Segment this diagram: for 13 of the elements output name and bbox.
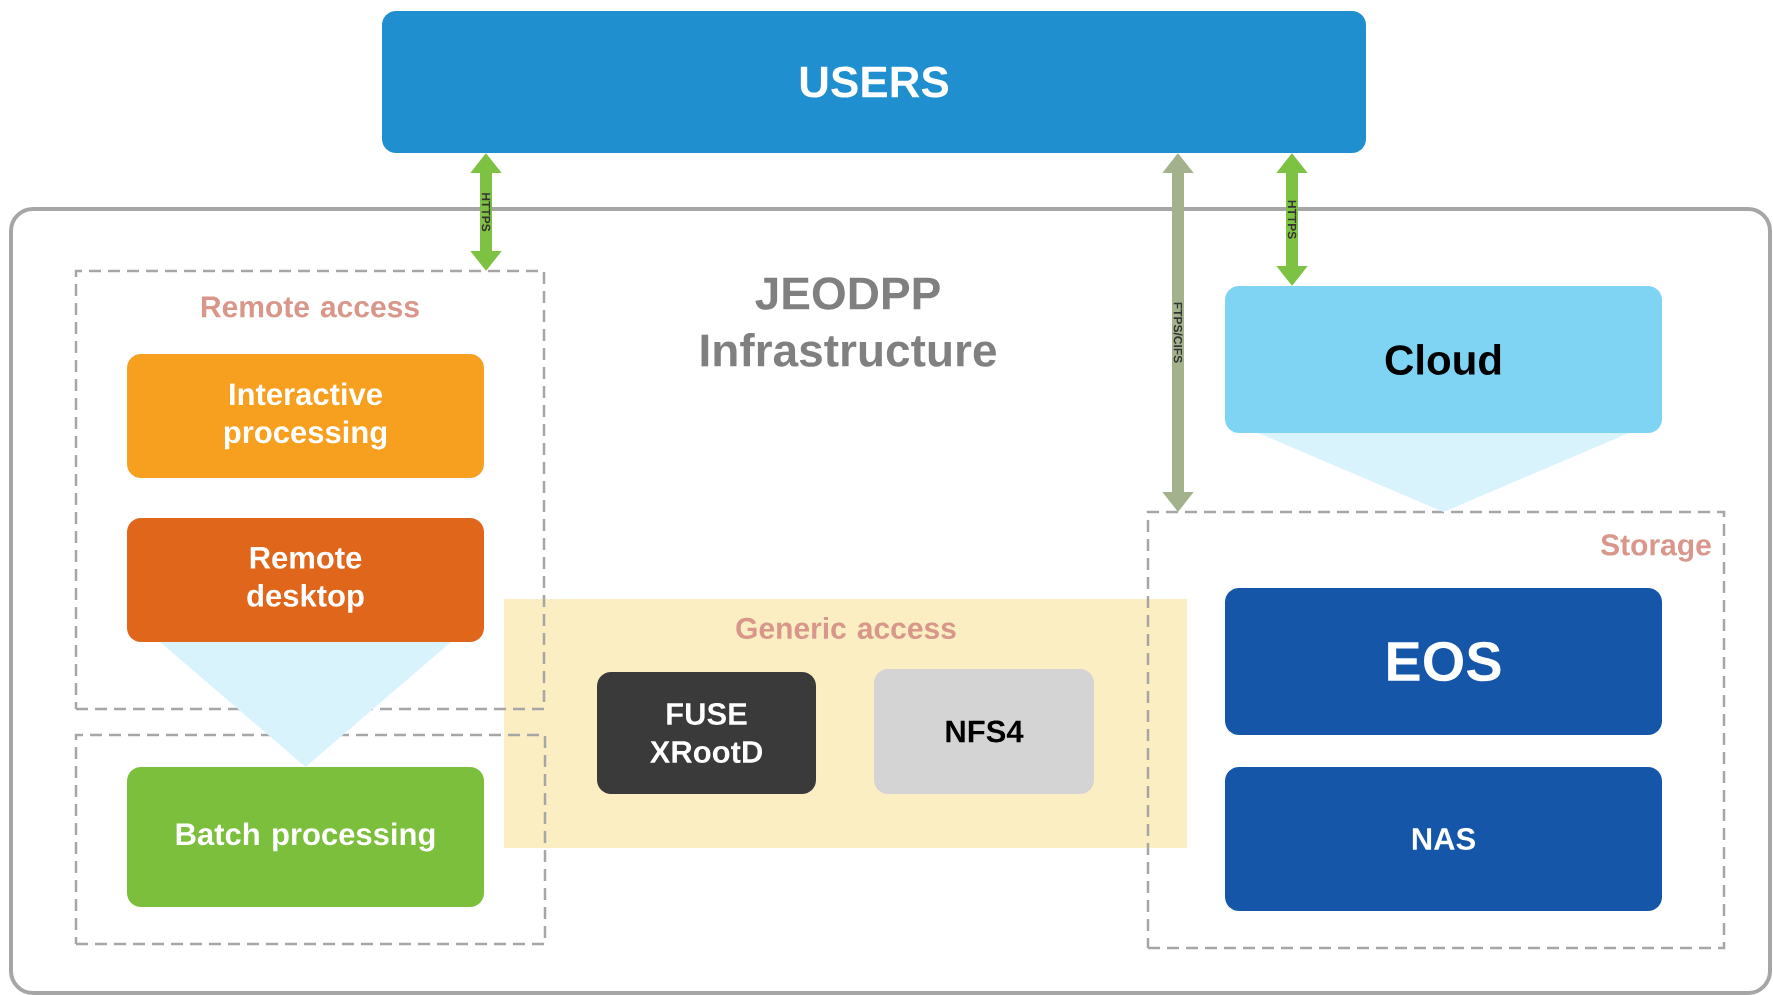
process-box: Batch processing [127, 767, 484, 907]
process-box: Remote desktop [127, 518, 484, 642]
process-box: Interactive processing [127, 354, 484, 478]
storage-box: EOS [1225, 588, 1662, 735]
protocol-box: NFS4 [874, 669, 1094, 794]
protocol-box: FUSE XRootD [597, 672, 816, 794]
group-box [74, 733, 547, 946]
edge-label: FTPS/CIFS [1173, 302, 1183, 363]
storage-box: NAS [1225, 767, 1662, 911]
users-box: USERS [382, 11, 1366, 153]
cloud-box: Cloud [1225, 286, 1662, 433]
funnel-shape [1258, 433, 1629, 512]
funnel-shape [160, 642, 451, 767]
